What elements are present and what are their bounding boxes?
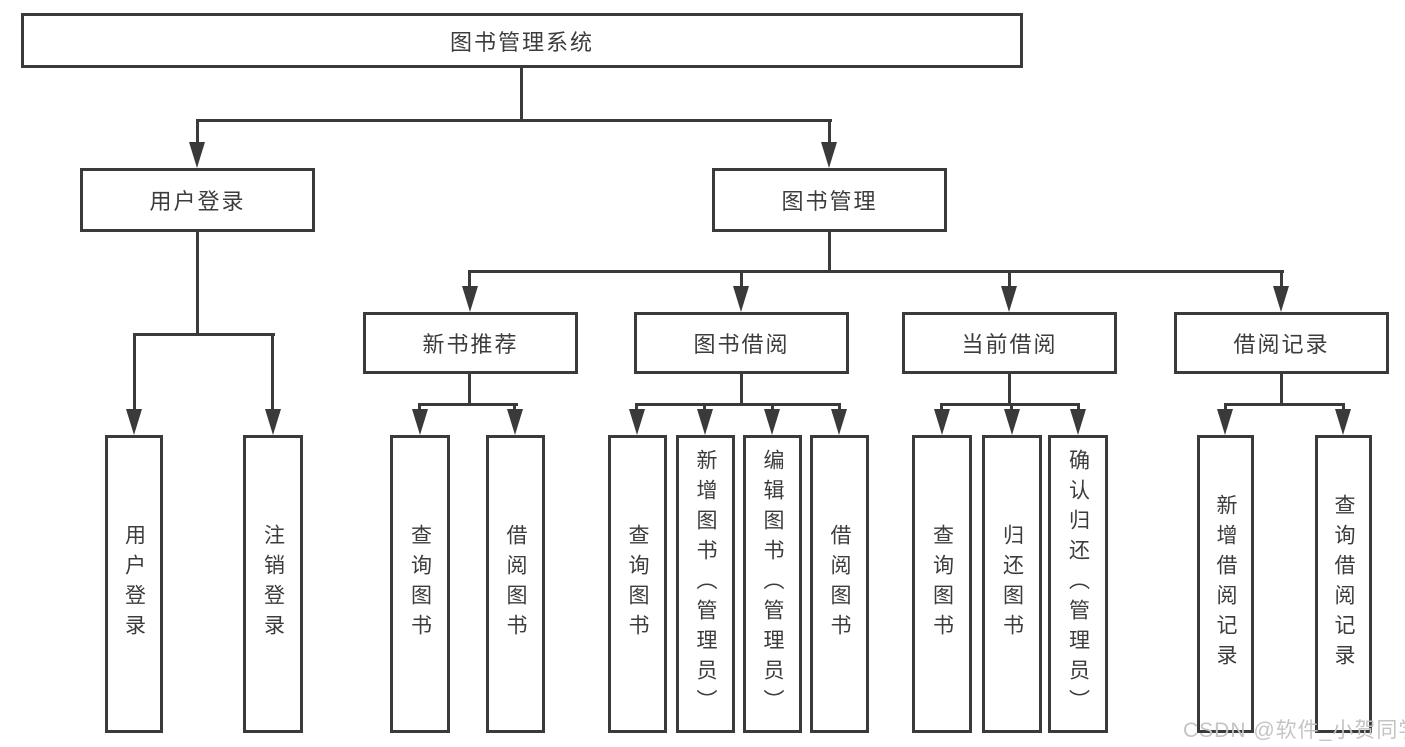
- leaf-label: 编辑图书（管理员）: [761, 449, 784, 719]
- arrow-down-icon: [831, 409, 847, 435]
- connector-line: [196, 232, 199, 336]
- arrow-down-icon: [733, 286, 749, 312]
- arrow-down-icon: [821, 142, 837, 168]
- node-book-borrowing: 图书借阅: [634, 312, 849, 374]
- leaf-label: 用户登录: [122, 524, 146, 644]
- connector-line: [1280, 374, 1283, 405]
- leaf-label: 新增图书（管理员）: [694, 449, 717, 719]
- arrow-down-icon: [1217, 409, 1233, 435]
- node-label: 新书推荐: [422, 332, 519, 357]
- arrow-down-icon: [1335, 409, 1351, 435]
- connector-line: [740, 374, 743, 405]
- node-current-borrowing: 当前借阅: [902, 312, 1117, 374]
- connector-line: [468, 270, 1284, 273]
- connector-line: [828, 232, 831, 273]
- csdn-watermark: CSDN @软件_小贺同学: [1183, 719, 1405, 742]
- arrow-down-icon: [1001, 286, 1017, 312]
- node-root-library-system: 图书管理系统: [21, 13, 1023, 68]
- connector-line: [740, 272, 743, 287]
- leaf-add-books-admin: 新增图书（管理员）: [676, 435, 735, 733]
- node-label: 当前借阅: [961, 332, 1058, 357]
- leaf-confirm-return-admin: 确认归还（管理员）: [1048, 435, 1108, 733]
- connector-line: [635, 403, 841, 406]
- node-label: 图书借阅: [693, 332, 790, 357]
- leaf-label: 查询图书: [930, 524, 954, 644]
- arrow-down-icon: [189, 142, 205, 168]
- arrow-down-icon: [462, 286, 478, 312]
- arrow-down-icon: [764, 409, 780, 435]
- connector-line: [1008, 272, 1011, 287]
- leaf-label: 借阅图书: [504, 524, 527, 644]
- connector-line: [271, 335, 274, 410]
- leaf-query-books-3: 查询图书: [912, 435, 972, 733]
- leaf-query-borrow-record: 查询借阅记录: [1315, 435, 1372, 733]
- arrow-down-icon: [697, 409, 713, 435]
- leaf-label: 确认归还（管理员）: [1066, 449, 1090, 719]
- leaf-borrow-books-1: 借阅图书: [486, 435, 545, 733]
- leaf-label: 查询图书: [408, 524, 432, 644]
- leaf-borrow-books-2: 借阅图书: [810, 435, 869, 733]
- arrow-down-icon: [1273, 286, 1289, 312]
- connector-line: [1280, 272, 1283, 287]
- node-label: 图书管理系统: [449, 29, 594, 55]
- node-label: 用户登录: [149, 189, 246, 214]
- leaf-label: 注销登录: [261, 524, 285, 644]
- leaf-label: 新增借阅记录: [1214, 494, 1237, 674]
- leaf-return-books: 归还图书: [982, 435, 1042, 733]
- connector-line: [468, 272, 471, 287]
- arrow-down-icon: [934, 409, 950, 435]
- node-new-book-recommend: 新书推荐: [363, 312, 578, 374]
- leaf-logout: 注销登录: [243, 435, 303, 733]
- arrow-down-icon: [507, 409, 523, 435]
- connector-line: [1224, 403, 1345, 406]
- connector-line: [828, 121, 831, 145]
- arrow-down-icon: [126, 409, 142, 435]
- connector-line: [133, 333, 275, 336]
- leaf-user-login: 用户登录: [105, 435, 163, 733]
- arrow-down-icon: [412, 409, 428, 435]
- connector-line: [940, 403, 1080, 406]
- connector-line: [196, 121, 199, 145]
- node-label: 借阅记录: [1233, 332, 1330, 357]
- leaf-edit-books-admin: 编辑图书（管理员）: [743, 435, 802, 733]
- connector-line: [196, 119, 832, 122]
- connector-line: [418, 403, 518, 406]
- leaf-label: 归还图书: [1000, 524, 1024, 644]
- node-label: 图书管理: [781, 189, 878, 214]
- leaf-add-borrow-record: 新增借阅记录: [1197, 435, 1254, 733]
- arrow-down-icon: [629, 409, 645, 435]
- connector-line: [520, 68, 523, 121]
- leaf-query-books-1: 查询图书: [390, 435, 450, 733]
- node-user-login: 用户登录: [80, 168, 315, 232]
- leaf-label: 查询借阅记录: [1332, 494, 1355, 674]
- leaf-query-books-2: 查询图书: [608, 435, 667, 733]
- leaf-label: 查询图书: [626, 524, 649, 644]
- connector-line: [468, 374, 471, 405]
- arrow-down-icon: [1070, 409, 1086, 435]
- node-borrowing-records: 借阅记录: [1174, 312, 1389, 374]
- leaf-label: 借阅图书: [828, 524, 851, 644]
- connector-line: [1008, 374, 1011, 405]
- arrow-down-icon: [1004, 409, 1020, 435]
- connector-line: [133, 335, 136, 410]
- node-book-management: 图书管理: [712, 168, 947, 232]
- arrow-down-icon: [265, 409, 281, 435]
